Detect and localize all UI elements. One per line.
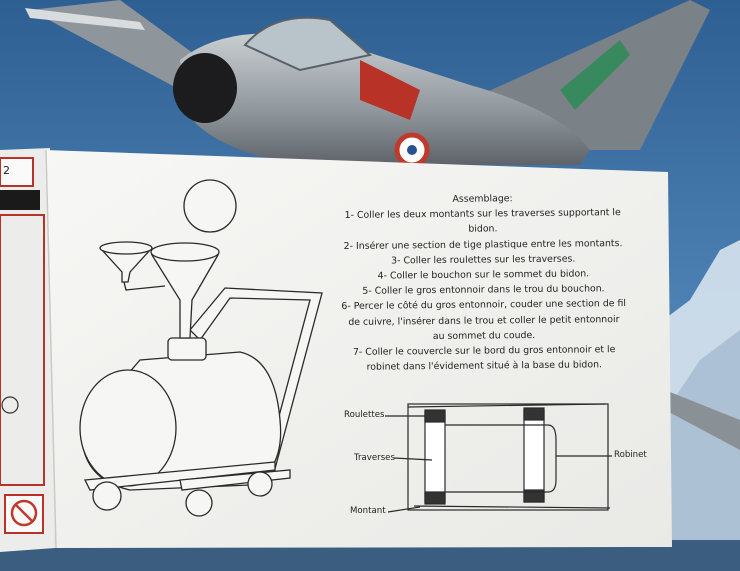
drum-cap — [167, 337, 207, 361]
paper-left-fold — [0, 148, 55, 552]
wheel-block-bl — [424, 491, 446, 505]
aircraft-fin-stripe — [560, 40, 630, 110]
large-funnel-rim — [150, 242, 220, 262]
wheel-2 — [185, 489, 213, 517]
aircraft-red-stripe — [360, 60, 420, 120]
no-children-icon-slash — [14, 503, 34, 523]
drum-end — [79, 369, 177, 487]
drum-outline-top — [445, 424, 557, 493]
instruction-step-7: 7- Coller le couvercle sur le bord du gr… — [352, 344, 616, 373]
lid-circle — [183, 179, 237, 233]
cart-base-bar — [83, 461, 276, 491]
wheel-block-tl — [424, 409, 446, 423]
aircraft-roundel-center — [407, 145, 417, 155]
instruction-step-2: 2- Insérer une section de tige plastique… — [343, 237, 623, 252]
instruction-step-6: 6- Percer le côté du gros entonnoir, cou… — [341, 298, 627, 342]
label-traverses: Traverses — [354, 453, 395, 463]
aircraft-missile — [25, 8, 145, 30]
label-montant: Montant — [350, 506, 386, 516]
wheel-1 — [92, 481, 122, 511]
left-red-box — [0, 157, 34, 187]
traverse-left — [424, 411, 446, 503]
cut-off-number: 2 — [3, 164, 10, 177]
top-view-diagram — [385, 403, 612, 513]
wheel-block-tr — [523, 407, 545, 421]
left-wheel-partial — [1, 396, 19, 414]
aircraft-lower-right-wing — [665, 390, 740, 450]
wheel-block-br — [523, 489, 545, 503]
traverse-right — [523, 409, 545, 503]
no-children-icon — [10, 499, 38, 527]
small-funnel-rim — [99, 241, 153, 255]
left-black-bar — [0, 190, 40, 210]
leader-traverses — [393, 457, 433, 461]
aircraft-canopy — [243, 16, 373, 72]
drum-cart-drawing — [79, 179, 323, 517]
aircraft-nose — [173, 53, 237, 123]
instruction-step-1: 1- Coller les deux montants sur les trav… — [344, 207, 621, 236]
diagram-frame — [407, 403, 609, 511]
copper-wire — [123, 281, 166, 291]
sheet-fold-line — [45, 149, 57, 549]
label-roulettes: Roulettes — [344, 410, 385, 420]
leader-montant — [387, 506, 421, 513]
montant-bar-top — [407, 403, 606, 408]
montant-bar-bottom — [413, 505, 611, 509]
left-red-frame — [0, 214, 45, 486]
label-robinet: Robinet — [614, 450, 647, 460]
assembly-instructions: Assemblage: 1- Coller les deux montants … — [340, 190, 627, 375]
wheel-3 — [247, 471, 273, 497]
